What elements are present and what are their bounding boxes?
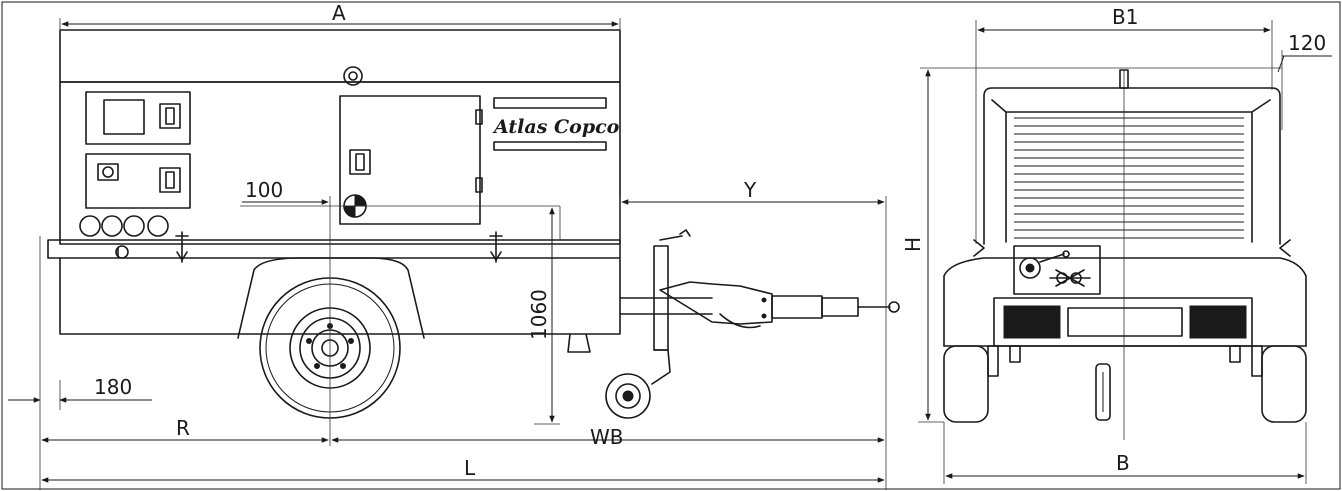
mesh-grille [1067, 307, 1183, 337]
front-control-box [1013, 245, 1101, 295]
dimension-label-100: 100 [245, 178, 283, 202]
right-tyre [1261, 345, 1307, 423]
dimension-label-a: A [332, 1, 346, 25]
canopy-roof [59, 29, 621, 83]
socket-icon [123, 215, 145, 237]
side-view: Atlas Copco [8, 1, 900, 490]
socket-icon [79, 215, 101, 237]
dimension-label-y: Y [743, 178, 757, 202]
left-tyre [943, 345, 989, 423]
dimension-label-h: H [901, 237, 925, 252]
support-jack [175, 231, 189, 263]
chassis-rail [47, 239, 621, 259]
front-towbar [1095, 363, 1111, 421]
dimension-label-wb: WB [590, 425, 624, 449]
socket-icon [147, 215, 169, 237]
dimension-label-120: 120 [1288, 31, 1326, 55]
access-door [339, 95, 481, 225]
brand-logo: Atlas Copco [492, 116, 620, 138]
dimension-label-b1: B1 [1112, 5, 1138, 29]
dimension-label-180: 180 [94, 375, 132, 399]
control-panel-lower [85, 153, 191, 209]
front-body [943, 257, 1307, 347]
right-tail-light [1189, 305, 1247, 339]
dimension-label-1060: 1060 [527, 289, 551, 340]
socket-icon [101, 215, 123, 237]
support-jack [489, 231, 503, 263]
left-tail-light [1003, 305, 1061, 339]
lifting-eye-icon [343, 66, 363, 86]
control-panel-upper [85, 91, 191, 145]
jockey-wheel [605, 229, 691, 419]
tow-coupling [659, 281, 900, 329]
canopy-body [59, 81, 621, 245]
front-bumper [993, 297, 1253, 347]
front-view: B1 120 H B [901, 5, 1332, 484]
wheel-fender [237, 257, 425, 339]
cooling-louvres [1014, 117, 1244, 239]
dimension-label-b: B [1116, 451, 1130, 475]
canopy-front [983, 87, 1281, 245]
dimension-label-r: R [176, 416, 190, 440]
dimension-label-l: L [464, 456, 476, 480]
